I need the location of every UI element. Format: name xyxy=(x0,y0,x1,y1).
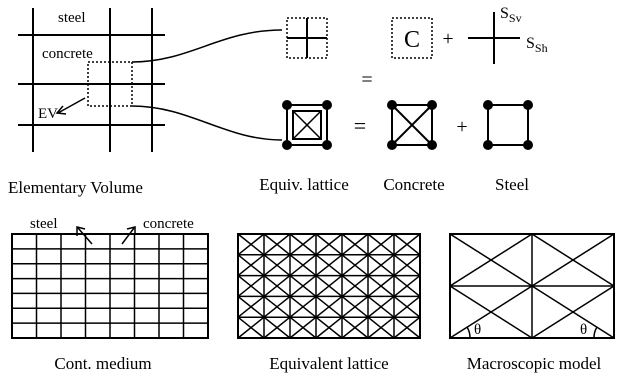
equiv-lattice-node xyxy=(322,140,332,150)
eq-lattice-diagonal xyxy=(393,316,421,339)
cm-concrete-arrow-head xyxy=(126,226,136,235)
eq-lattice-diagonal xyxy=(289,275,317,297)
concrete-lattice-diag-2 xyxy=(391,104,433,146)
eq-lattice-diagonal xyxy=(315,254,343,277)
eq-lattice-diagonal xyxy=(341,275,369,297)
eq-lattice-diagonal xyxy=(289,254,317,277)
eq-lattice-frame xyxy=(237,233,421,339)
eq-lattice-diagonal xyxy=(263,316,291,339)
eq-lattice-diagonal xyxy=(263,233,291,256)
steel-lattice-square xyxy=(487,104,529,146)
macroscopic-model-panel xyxy=(449,233,615,339)
equiv-lattice-node xyxy=(282,100,292,110)
eq-lattice-diagonal xyxy=(341,254,369,277)
concrete-lattice-node xyxy=(427,100,437,110)
steel-lattice-node xyxy=(523,140,533,150)
equals-sign-lattice: = xyxy=(354,113,366,138)
eq-lattice-diagonal xyxy=(315,316,343,339)
concrete-c-letter: C xyxy=(404,27,420,53)
cm-concrete-label: concrete xyxy=(143,216,194,232)
ev-connector-curve-lower xyxy=(131,105,283,141)
concrete-lattice-node xyxy=(387,140,397,150)
elementary-volume-caption: Elementary Volume xyxy=(8,178,143,197)
cm-steel-arrow-line xyxy=(77,227,93,245)
concrete-lattice-node xyxy=(387,100,397,110)
macro-angle-arc-right xyxy=(593,326,598,339)
macro-diagonal xyxy=(531,233,615,287)
eq-lattice-diagonal xyxy=(315,295,343,318)
eq-lattice-diagonal xyxy=(237,275,265,297)
eq-lattice-diagonal xyxy=(237,254,265,277)
ev-steel-label: steel xyxy=(58,10,86,26)
eq-lattice-diagonal xyxy=(393,275,421,297)
eq-lattice-diagonal xyxy=(289,295,317,318)
macro-angle-arc-left xyxy=(466,326,471,339)
equiv-lattice-node xyxy=(282,140,292,150)
equals-sign-middle: = xyxy=(361,69,372,91)
lattice-nodes xyxy=(282,100,533,150)
equiv-lattice-caption: Equiv. lattice xyxy=(259,175,349,194)
steel-lattice-node xyxy=(483,140,493,150)
eq-lattice-diagonal xyxy=(341,295,369,318)
equivalent-lattice-panel xyxy=(237,233,421,339)
eq-lattice-diagonal xyxy=(237,233,265,256)
ev-concrete-label: concrete xyxy=(42,46,93,62)
macro-theta-right: θ xyxy=(580,322,587,338)
eq-lattice-diagonal xyxy=(367,254,395,277)
ev-connector-curve-upper xyxy=(131,29,283,63)
eq-lattice-diagonal xyxy=(367,316,395,339)
cont-medium-caption: Cont. medium xyxy=(54,354,151,373)
eq-lattice-diagonal xyxy=(263,275,291,297)
eq-lattice-diagonal xyxy=(315,275,343,297)
eq-lattice-diagonal xyxy=(237,316,265,339)
eq-lattice-diagonal xyxy=(393,295,421,318)
concrete-caption: Concrete xyxy=(383,175,444,194)
macro-diagonal xyxy=(449,233,533,287)
eq-lattice-diagonal xyxy=(289,316,317,339)
equivalent-lattice-caption: Equivalent lattice xyxy=(269,354,388,373)
macro-diagonal xyxy=(531,285,615,339)
concrete-lattice-square xyxy=(391,104,433,146)
concrete-c-box xyxy=(391,17,433,59)
ev-dotted-square xyxy=(87,61,133,107)
steel-lattice-node xyxy=(523,100,533,110)
cm-concrete-arrow-line xyxy=(121,227,135,245)
ev-arrow-line xyxy=(57,97,86,114)
ev-arrow-head xyxy=(55,105,67,115)
equiv-lattice-inner xyxy=(292,110,322,140)
decomposition-panel xyxy=(286,12,529,146)
cm-steel-arrow-head xyxy=(76,226,86,236)
eq-lattice-diagonal xyxy=(367,295,395,318)
equiv-lattice-diag-2 xyxy=(292,110,322,140)
macro-diagonal xyxy=(449,285,533,339)
sh-label: SSh xyxy=(526,35,548,55)
steel-lattice-node xyxy=(483,100,493,110)
eq-lattice-diagonal xyxy=(289,233,317,256)
elementary-volume-panel xyxy=(18,8,283,152)
equiv-lattice-outer xyxy=(286,104,328,146)
concrete-lattice-node xyxy=(427,140,437,150)
equiv-lattice-node xyxy=(322,100,332,110)
plus-sign-top: + xyxy=(442,28,453,50)
cm-steel-label: steel xyxy=(30,216,58,232)
eq-lattice-diagonal xyxy=(315,233,343,256)
eq-lattice-diagonal xyxy=(367,275,395,297)
macroscopic-model-caption: Macroscopic model xyxy=(467,354,602,373)
plus-sign-lattice: + xyxy=(456,116,467,138)
eq-lattice-diagonal xyxy=(367,233,395,256)
cont-medium-panel xyxy=(11,226,209,339)
eq-lattice-diagonal xyxy=(341,233,369,256)
steel-caption: Steel xyxy=(495,175,529,194)
ev-label: EV xyxy=(38,106,58,122)
eq-lattice-diagonal xyxy=(263,254,291,277)
eq-lattice-diagonal xyxy=(393,254,421,277)
sv-label: SSv xyxy=(500,5,522,25)
eq-lattice-diagonal xyxy=(237,295,265,318)
macro-theta-left: θ xyxy=(474,322,481,338)
eq-lattice-diagonal xyxy=(263,295,291,318)
eq-lattice-diagonal xyxy=(341,316,369,339)
eq-lattice-diagonal xyxy=(393,233,421,256)
